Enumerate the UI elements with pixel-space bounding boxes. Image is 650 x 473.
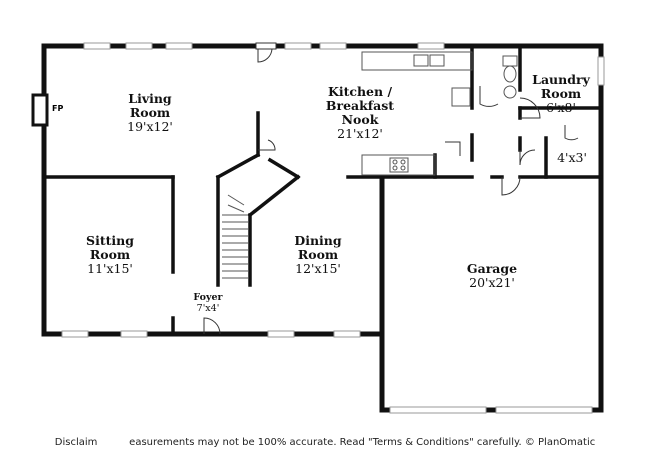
dining-room-name-2: Room [297,247,339,262]
garage-name: Garage [466,261,518,276]
closet-label: 4'x3' [552,151,592,165]
sitting-room-label: Sitting Room 11'x15' [70,234,150,276]
kitchen-name-2: Breakfast [325,98,395,113]
closet-dim: 4'x3' [557,150,587,165]
living-room-name-1: Living [128,91,172,106]
sitting-room-name-1: Sitting [86,233,134,248]
laundry-dim: 6'x8' [546,100,576,115]
laundry-name-2: Room [540,86,582,101]
kitchen-name-1: Kitchen / [327,84,393,99]
fireplace [31,93,49,127]
sitting-room-dim: 11'x15' [87,261,133,276]
laundry-label: Laundry Room 6'x8' [526,73,596,115]
garage-dim: 20'x21' [469,275,515,290]
living-room-dim: 19'x12' [127,119,173,134]
kitchen-label: Kitchen / Breakfast Nook 21'x12' [315,85,405,141]
kitchen-dim: 21'x12' [337,126,383,141]
dining-room-label: Dining Room 12'x15' [278,234,358,276]
fixtures [222,51,518,279]
windows [61,42,605,414]
foyer-label: Foyer 7'x4' [186,292,230,314]
living-room-label: Living Room 19'x12' [110,92,190,134]
dining-room-name-1: Dining [294,233,342,248]
dining-room-dim: 12'x15' [295,261,341,276]
kitchen-name-3: Nook [341,112,379,127]
disclaimer-text: Disclaim easurements may not be 100% acc… [54,437,596,448]
interior-walls [42,44,603,332]
living-room-name-2: Room [129,105,171,120]
foyer-name: Foyer [193,292,223,303]
laundry-name-1: Laundry [532,72,590,87]
fireplace-label: FP [52,104,64,113]
door-swings [203,42,579,335]
sitting-room-name-2: Room [89,247,131,262]
foyer-dim: 7'x4' [196,303,220,314]
garage-label: Garage 20'x21' [452,262,532,290]
